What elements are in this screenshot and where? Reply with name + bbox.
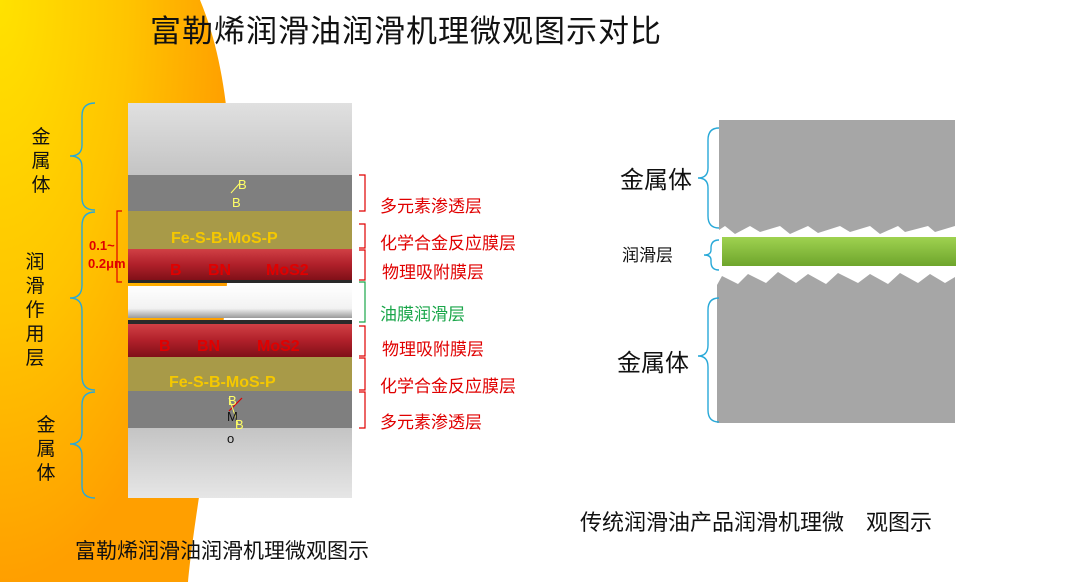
top-metal-block [128, 103, 352, 175]
thickness-line-2: 0.2μm [88, 256, 126, 271]
bracket-top-chem [359, 224, 365, 248]
phys-mos2-bottom: MoS2 [257, 338, 300, 356]
chem-formula-top: Fe-S-B-MoS-P [171, 230, 278, 248]
atom-b-top-2: B [232, 195, 241, 210]
right-diagram [717, 120, 956, 423]
chem-formula-bottom: Fe-S-B-MoS-P [169, 374, 276, 392]
right-braces [698, 128, 719, 422]
label-lube-layer: 润 滑 作 用 层 [23, 250, 47, 370]
right-label-lube: 润滑层 [622, 241, 673, 266]
label-top-penetration: 多元素渗透层 [380, 192, 482, 217]
left-layer-stack [128, 103, 352, 498]
brace-right-lube [704, 240, 719, 270]
bottom-dark-line [128, 320, 352, 324]
phys-bn-bottom: BN [197, 338, 220, 356]
brace-right-top-metal [698, 128, 719, 228]
top-phys-layer [128, 249, 352, 280]
phys-b-top: B [170, 262, 182, 280]
label-oil-film: 油膜润滑层 [380, 300, 465, 325]
brace-right-bottom-metal [698, 298, 719, 422]
thickness-line-1: 0.1~ [89, 238, 115, 253]
label-bottom-chem: 化学合金反应膜层 [380, 372, 516, 397]
phys-bn-top: BN [208, 262, 231, 280]
label-bottom-metal: 金 属 体 [34, 413, 58, 485]
label-bottom-penetration: 多元素渗透层 [380, 408, 482, 433]
page-title: 富勒烯润滑油润滑机理微观图示对比 [150, 6, 662, 51]
layer-brackets [359, 175, 365, 428]
top-dark-line [128, 280, 352, 283]
bracket-bottom-penetration [359, 392, 365, 428]
label-top-phys: 物理吸附膜层 [382, 258, 484, 283]
oil-film-layer [128, 286, 352, 318]
bracket-oil-film [359, 282, 365, 322]
left-caption: 富勒烯润滑油润滑机理微观图示 [75, 535, 369, 565]
right-top-metal [719, 120, 955, 234]
bracket-top-phys [359, 250, 365, 280]
right-caption: 传统润滑油产品润滑机理微 观图示 [580, 505, 932, 537]
right-label-bottom-metal: 金属体 [617, 343, 689, 378]
bracket-bottom-chem [359, 358, 365, 390]
right-lube-bar [722, 237, 956, 266]
atom-b-bottom-2: B [235, 417, 244, 432]
atom-b-top-1: B [238, 177, 247, 192]
right-bottom-metal [717, 272, 955, 423]
label-top-chem: 化学合金反应膜层 [380, 229, 516, 254]
phys-b-bottom: B [159, 338, 171, 356]
atom-o: o [227, 431, 234, 446]
bracket-bottom-phys [359, 326, 365, 356]
bracket-top-penetration [359, 175, 365, 211]
label-bottom-phys: 物理吸附膜层 [382, 335, 484, 360]
right-label-top-metal: 金属体 [620, 160, 692, 195]
label-top-metal: 金 属 体 [29, 125, 53, 197]
atom-b-bottom-1: B [228, 393, 237, 408]
phys-mos2-top: MoS2 [266, 262, 309, 280]
bottom-metal-block [128, 428, 352, 498]
